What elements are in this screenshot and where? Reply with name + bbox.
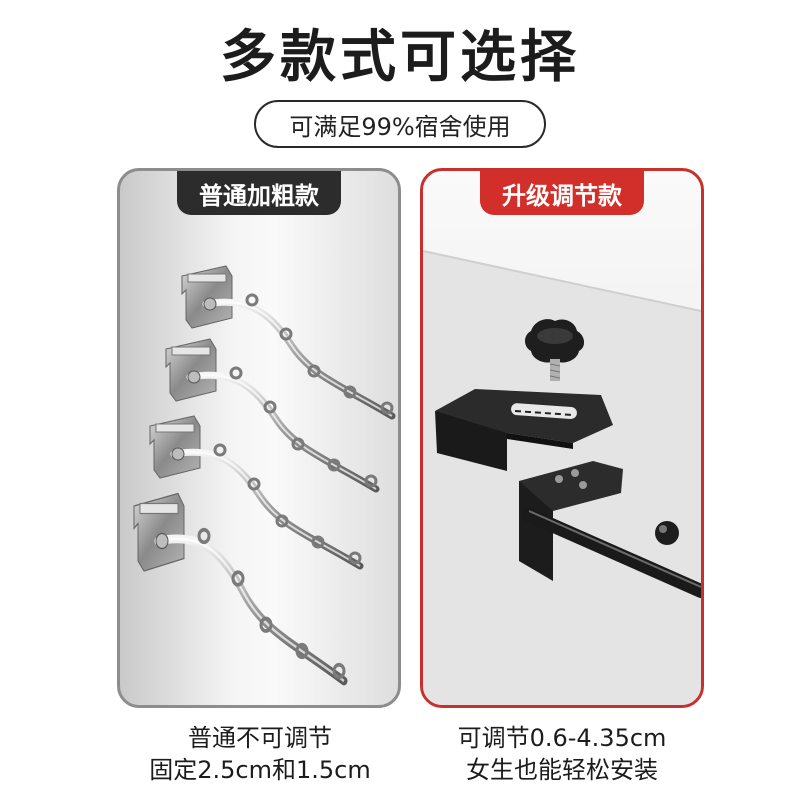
adjustable-clamp-illustration: [423, 250, 701, 705]
knob-icon: [525, 319, 585, 381]
caption-adjustable-line2: 女生也能轻松安装: [466, 756, 658, 784]
badge-standard: 普通加粗款: [177, 171, 341, 215]
caption-standard-line2: 固定2.5cm和1.5cm: [149, 756, 371, 784]
caption-standard: 普通不可调节 固定2.5cm和1.5cm: [110, 722, 410, 786]
caption-adjustable: 可调节0.6-4.35cm 女生也能轻松安装: [412, 722, 712, 786]
option-card-standard: 普通加粗款: [117, 168, 401, 708]
page-title: 多款式可选择: [220, 25, 580, 90]
chrome-hooks-illustration: [120, 171, 398, 705]
caption-standard-line1: 普通不可调节: [188, 724, 332, 752]
badge-adjustable: 升级调节款: [480, 171, 644, 215]
caption-adjustable-line1: 可调节0.6-4.35cm: [457, 724, 667, 752]
option-card-adjustable: 升级调节款: [420, 168, 704, 708]
subtitle-pill: 可满足99%宿舍使用: [254, 100, 546, 148]
